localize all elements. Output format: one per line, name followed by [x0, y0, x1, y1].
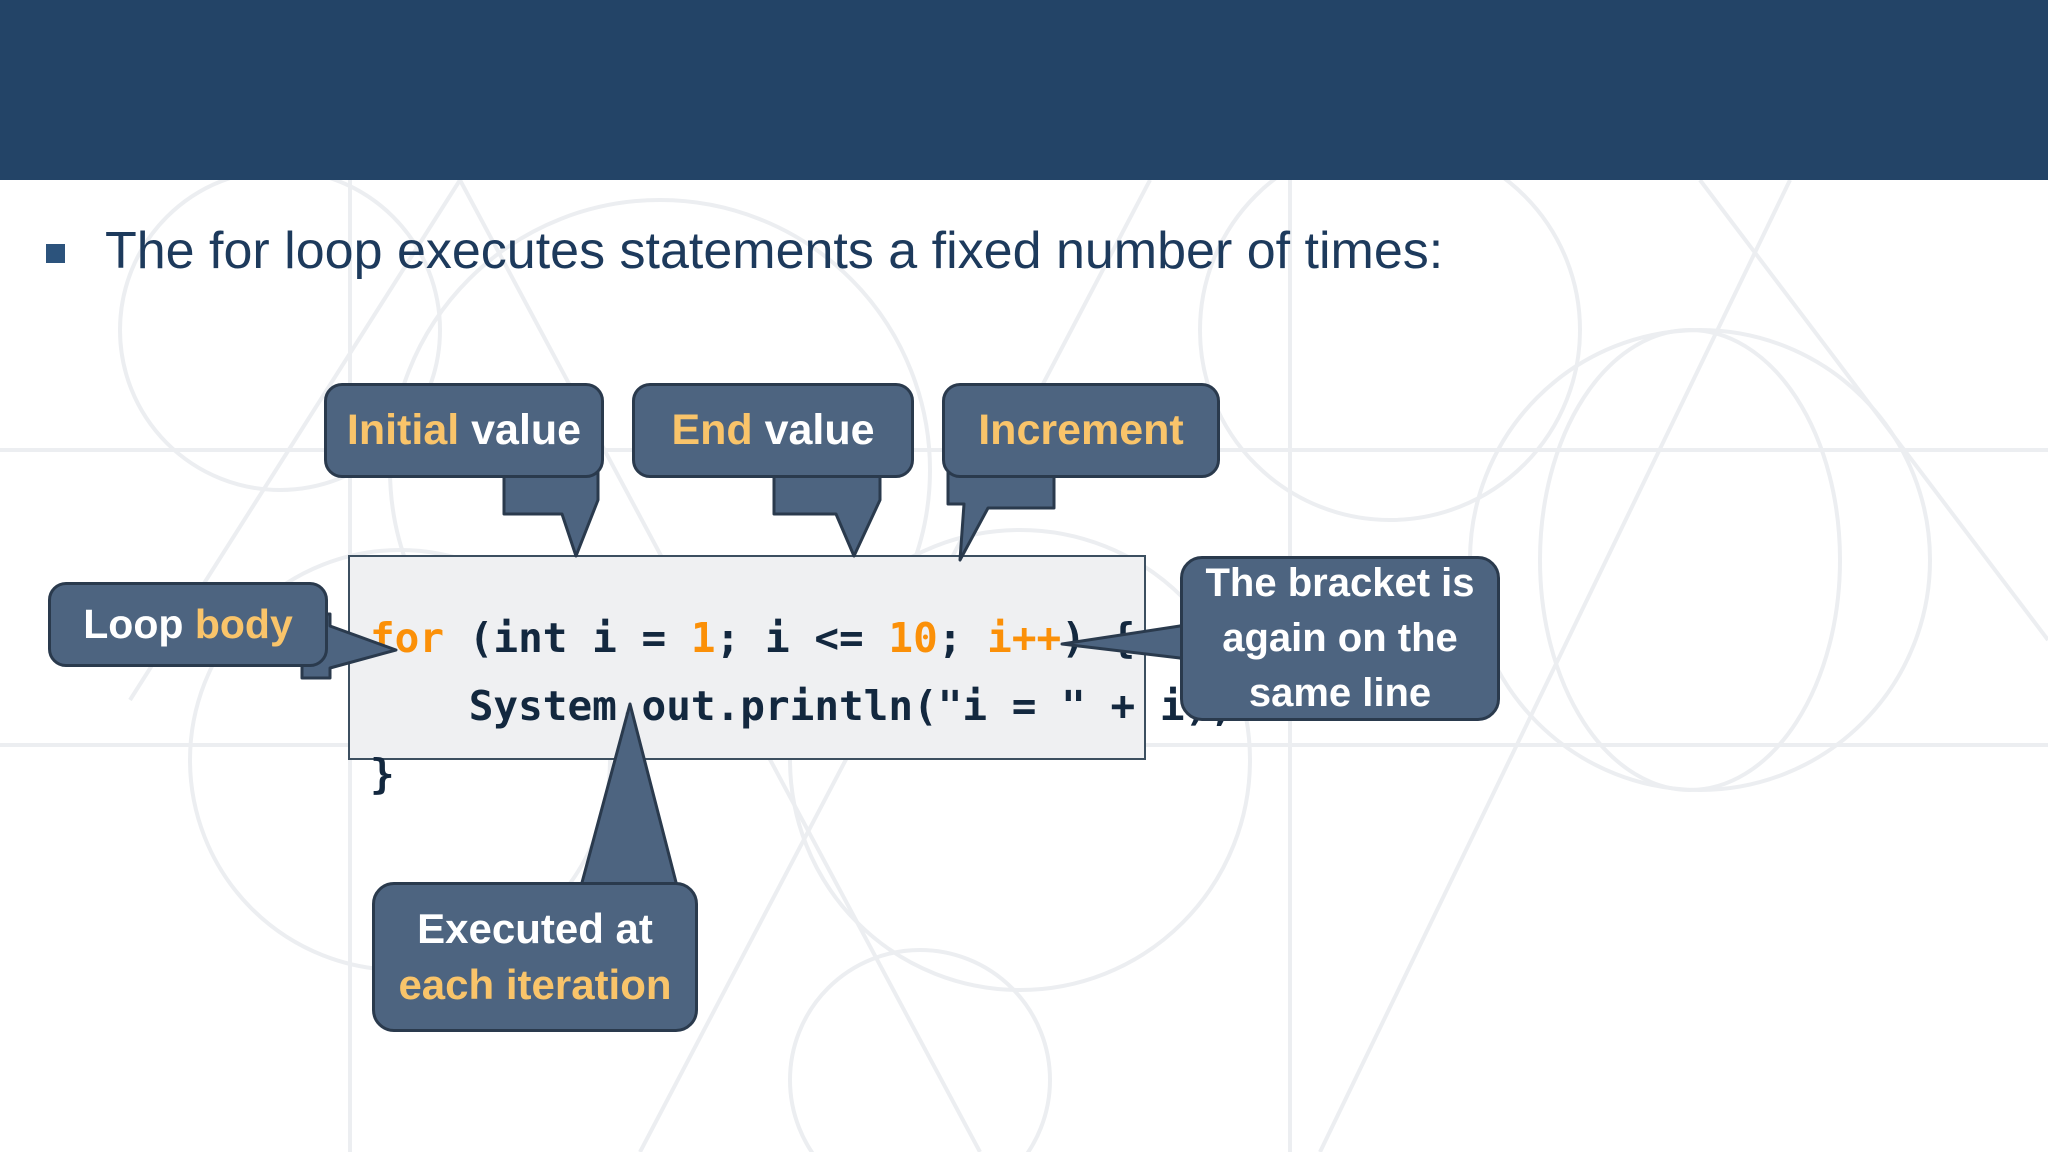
callout-initial-rest: value: [459, 406, 582, 454]
square-bullet-icon: [46, 244, 65, 263]
code-token: System.out.println("i = " + i);: [370, 682, 1234, 730]
code-content: for (int i = 1; i <= 10; i++) { System.o…: [370, 604, 1234, 808]
callout-initial-highlight: Initial: [346, 406, 460, 454]
callout-bracket-line3: same line: [1248, 671, 1432, 715]
callout-bracket-line1: The bracket is: [1205, 561, 1475, 605]
code-token: 1: [690, 614, 716, 662]
code-block: for (int i = 1; i <= 10; i++) { System.o…: [348, 555, 1234, 798]
callout-bracket-line2: again on the: [1222, 616, 1458, 660]
callout-initial-value[interactable]: Initial value: [324, 383, 604, 478]
bullet-text: The for loop executes statements a fixed…: [105, 222, 1444, 280]
callout-loop-body[interactable]: Loop body: [48, 582, 328, 667]
callout-bracket-note[interactable]: The bracket is again on the same line: [1180, 556, 1500, 721]
bullet-row: The for loop executes statements a fixed…: [46, 218, 1443, 284]
code-token: }: [370, 750, 395, 798]
callout-end-highlight: End: [671, 406, 753, 454]
code-token: i++: [987, 614, 1062, 662]
callout-loopbody-plain: Loop: [83, 601, 195, 647]
callout-increment-label: Increment: [978, 406, 1184, 454]
code-token: 10: [888, 614, 938, 662]
code-token: for: [370, 614, 445, 662]
callout-iteration-line2: each iteration: [398, 961, 672, 1008]
callout-each-iteration[interactable]: Executed at each iteration: [372, 882, 698, 1032]
header-bar: [0, 0, 2048, 180]
callout-end-value[interactable]: End value: [632, 383, 914, 478]
code-token: ;: [937, 614, 988, 662]
callout-iteration-line1: Executed at: [417, 905, 653, 952]
code-token: (int i =: [444, 614, 691, 662]
code-token: ) {: [1061, 614, 1136, 662]
callout-increment[interactable]: Increment: [942, 383, 1220, 478]
code-token: ; i <=: [715, 614, 889, 662]
callout-end-rest: value: [752, 406, 875, 454]
callout-loopbody-highlight: body: [194, 601, 293, 647]
